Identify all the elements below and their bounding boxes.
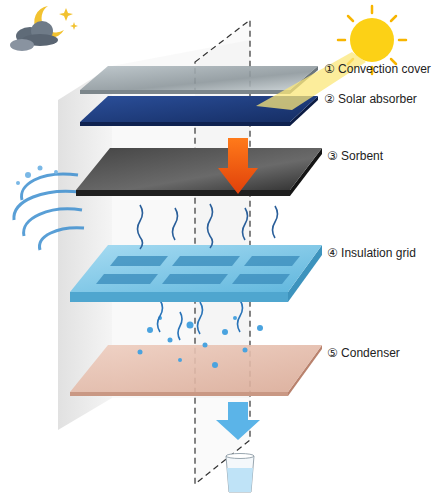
sorbent-plate <box>76 148 322 196</box>
part-label: ③ Sorbent <box>327 149 383 163</box>
part-label: ② Solar absorber <box>324 92 417 106</box>
vapor-lines-lower <box>158 300 243 340</box>
air-swirl <box>14 174 84 250</box>
part-label: ④ Insulation grid <box>327 246 416 260</box>
insulation-grid <box>70 245 322 302</box>
convection-cover <box>80 66 318 94</box>
water-droplets <box>138 316 264 368</box>
condenser-plate <box>70 345 322 396</box>
air-droplets <box>16 166 58 186</box>
water-glass <box>226 454 254 493</box>
vapor-lines-upper <box>138 204 278 249</box>
heat-arrow <box>218 138 258 194</box>
part-label: ① Convection cover <box>324 62 431 76</box>
part-label: ⑤ Condenser <box>327 346 400 360</box>
water-arrow <box>216 402 260 440</box>
night-icon <box>10 6 78 51</box>
